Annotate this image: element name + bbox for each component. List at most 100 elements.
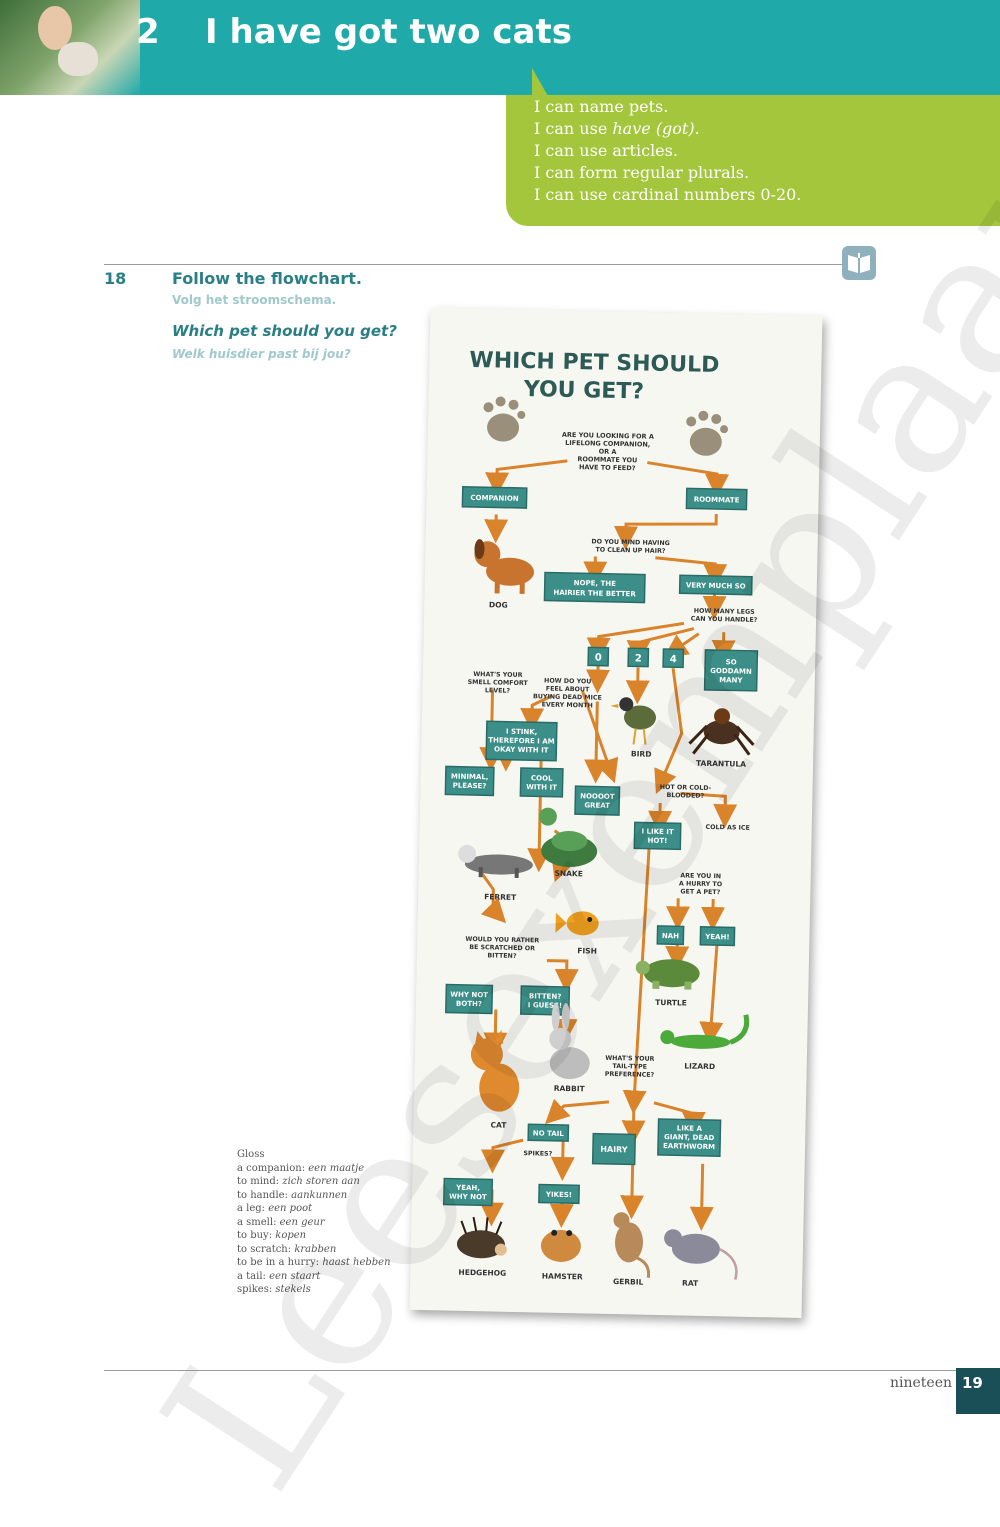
animal-label: LIZARD	[684, 1061, 715, 1071]
svg-text:COOL: COOL	[531, 774, 553, 782]
svg-text:4: 4	[670, 654, 677, 665]
animal-label: BIRD	[631, 749, 652, 758]
svg-text:GET A PET?: GET A PET?	[680, 888, 720, 896]
exercise-subtitle: Volg het stroomschema.	[172, 293, 337, 307]
animal-label: TURTLE	[655, 998, 687, 1008]
svg-text:BUYING DEAD MICE: BUYING DEAD MICE	[533, 693, 602, 701]
animal-label: RAT	[682, 1278, 699, 1287]
animal-label: FERRET	[484, 892, 517, 902]
svg-text:OR A: OR A	[599, 448, 617, 456]
svg-text:2: 2	[635, 653, 642, 664]
glossary: Gloss a companion: een maatje to mind: z…	[237, 1148, 391, 1297]
svg-text:BOTH?: BOTH?	[456, 1000, 482, 1009]
svg-text:MANY: MANY	[719, 676, 743, 685]
chapter-number: 2	[136, 12, 160, 52]
svg-text:GREAT: GREAT	[584, 801, 610, 810]
footer-divider	[104, 1370, 956, 1371]
exercise-divider	[104, 264, 844, 265]
goal-item: I can name pets.	[534, 97, 669, 116]
svg-text:NOOOOT: NOOOOT	[580, 792, 615, 801]
svg-text:TAIL-TYPE: TAIL-TYPE	[612, 1063, 647, 1071]
glossary-item: a companion: een maatje	[237, 1162, 365, 1174]
svg-text:NOPE, THE: NOPE, THE	[574, 579, 617, 588]
animal-label: HAMSTER	[542, 1272, 583, 1282]
paw-icon	[483, 396, 526, 442]
svg-text:TO CLEAN UP HAIR?: TO CLEAN UP HAIR?	[595, 547, 665, 555]
svg-text:PLEASE?: PLEASE?	[453, 782, 487, 791]
svg-text:YEAH,: YEAH,	[455, 1184, 480, 1193]
hedgehog-image	[456, 1216, 507, 1259]
svg-text:WOULD YOU RATHER: WOULD YOU RATHER	[465, 936, 539, 945]
gerbil-image	[613, 1212, 651, 1279]
svg-text:LIKE A: LIKE A	[677, 1124, 703, 1133]
chapter-banner: 2 I have got two cats	[0, 0, 1000, 95]
animal-label: GERBIL	[613, 1277, 644, 1287]
goal-item: I can use have (got).	[534, 119, 700, 138]
svg-text:OKAY WITH IT: OKAY WITH IT	[494, 745, 549, 754]
animal-label: SNAKE	[554, 869, 583, 879]
rat-image	[664, 1229, 738, 1280]
svg-text:YIKES!: YIKES!	[545, 1191, 572, 1200]
svg-text:GIANT, DEAD: GIANT, DEAD	[664, 1133, 715, 1142]
flowchart-poster: WHICH PET SHOULD YOU GET? ARE YOU LOOKIN…	[409, 308, 823, 1318]
svg-text:SMELL COMFORT: SMELL COMFORT	[468, 679, 529, 687]
svg-text:SPIKES?: SPIKES?	[523, 1150, 552, 1158]
exercise-title: Follow the flowchart.	[172, 269, 362, 288]
rabbit-image	[549, 1002, 590, 1080]
glossary-item: a leg: een poot	[237, 1203, 313, 1214]
svg-text:ROOMMATE YOU: ROOMMATE YOU	[577, 455, 637, 464]
svg-text:NO TAIL: NO TAIL	[533, 1129, 565, 1138]
svg-text:COLD AS ICE: COLD AS ICE	[706, 824, 750, 832]
animal-label: HEDGEHOG	[458, 1268, 506, 1278]
glossary-item: a tail: een staart	[237, 1270, 321, 1282]
svg-text:THEREFORE I AM: THEREFORE I AM	[488, 736, 555, 745]
hamster-image	[540, 1229, 581, 1262]
learning-goals: I can name pets. I can use have (got). I…	[506, 95, 1000, 226]
goal-item: I can form regular plurals.	[534, 163, 750, 182]
exercise-question-translation: Welk huisdier past bij jou?	[172, 347, 351, 361]
book-icon[interactable]	[842, 246, 876, 280]
poster-title-line2: YOU GET?	[523, 377, 645, 405]
ferret-image	[458, 844, 533, 878]
svg-text:MINIMAL,: MINIMAL,	[451, 773, 489, 782]
svg-text:BLOODED?: BLOODED?	[666, 792, 704, 800]
dog-image	[474, 539, 535, 595]
svg-text:WITH IT: WITH IT	[526, 783, 557, 792]
svg-text:ARE YOU IN: ARE YOU IN	[680, 872, 721, 880]
svg-text:BE SCRATCHED OR: BE SCRATCHED OR	[469, 944, 535, 952]
cat-image	[58, 42, 98, 76]
svg-text:SO: SO	[726, 658, 737, 666]
svg-text:I LIKE IT: I LIKE IT	[641, 828, 674, 837]
svg-text:WHY NOT: WHY NOT	[449, 1193, 487, 1202]
glossary-item: a smell: een geur	[237, 1216, 325, 1228]
page-number-word: nineteen	[890, 1375, 953, 1391]
poster-title-line1: WHICH PET SHOULD	[469, 348, 719, 378]
paw-icon	[686, 410, 729, 456]
glossary-item: to scratch: krabben	[237, 1243, 337, 1255]
svg-text:A HURRY TO: A HURRY TO	[679, 880, 723, 888]
fish-image	[555, 911, 599, 936]
animal-label: FISH	[577, 946, 597, 955]
tarantula-image	[688, 708, 755, 756]
svg-text:DO YOU MIND HAVING: DO YOU MIND HAVING	[591, 538, 670, 547]
girl-face-image	[38, 6, 72, 50]
svg-text:NAH: NAH	[662, 932, 679, 940]
svg-text:WHAT'S YOUR: WHAT'S YOUR	[605, 1055, 654, 1063]
chapter-photo	[0, 0, 140, 95]
svg-text:HOT!: HOT!	[647, 837, 667, 845]
svg-text:BITTEN?: BITTEN?	[487, 952, 517, 960]
svg-text:I GUESS!: I GUESS!	[528, 1001, 562, 1010]
svg-text:EVERY MONTH: EVERY MONTH	[542, 701, 593, 709]
svg-text:I STINK,: I STINK,	[506, 728, 538, 737]
svg-text:HAIRIER THE BETTER: HAIRIER THE BETTER	[553, 589, 636, 599]
svg-text:0: 0	[595, 653, 602, 664]
svg-text:BITTEN?: BITTEN?	[529, 992, 562, 1001]
glossary-item: to mind: zich storen aan	[237, 1176, 360, 1187]
animal-label: RABBIT	[554, 1084, 586, 1094]
svg-text:HAVE TO FEED?: HAVE TO FEED?	[579, 463, 636, 472]
turtle-image	[635, 959, 700, 990]
svg-text:VERY MUCH SO: VERY MUCH SO	[686, 581, 746, 590]
svg-text:HOW DO YOU: HOW DO YOU	[544, 677, 591, 685]
svg-text:FEEL ABOUT: FEEL ABOUT	[546, 686, 590, 694]
snake-image	[538, 807, 598, 868]
